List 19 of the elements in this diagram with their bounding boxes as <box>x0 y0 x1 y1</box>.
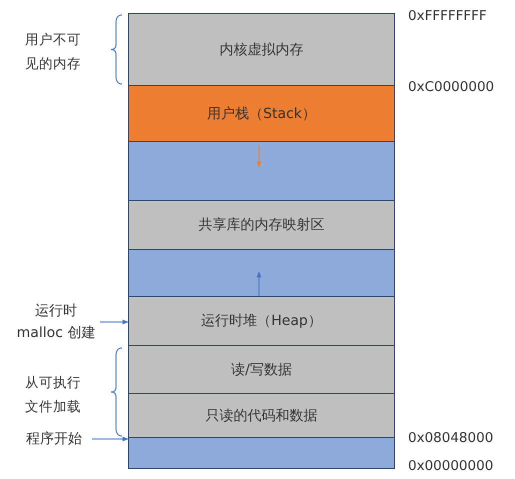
brace-label: 从可执行文件加载 <box>24 374 82 417</box>
address-label: 0x08048000 <box>408 430 494 446</box>
memory-segment: 内核虚拟内存 <box>128 13 395 86</box>
arrow <box>100 320 129 324</box>
memory-segment: 读/写数据 <box>128 345 395 394</box>
brace-label: 用户不可见的内存 <box>24 31 82 74</box>
address-label: 0xC0000000 <box>408 79 496 95</box>
annotation-text: 运行时 malloc 创建 <box>10 300 102 344</box>
memory-segment: 共享库的内存映射区 <box>128 200 395 250</box>
annotation-text: 程序开始 <box>14 428 94 450</box>
arrow <box>92 436 129 442</box>
empty-segment <box>128 437 395 469</box>
empty-segment <box>128 249 395 297</box>
address-label: 0xFFFFFFFF <box>408 8 488 24</box>
memory-segment: 只读的代码和数据 <box>128 393 395 438</box>
address-label: 0x00000000 <box>408 458 494 474</box>
empty-segment <box>128 141 395 201</box>
memory-segment: 用户栈（Stack） <box>128 85 395 142</box>
memory-segment: 运行时堆（Heap） <box>128 296 395 346</box>
